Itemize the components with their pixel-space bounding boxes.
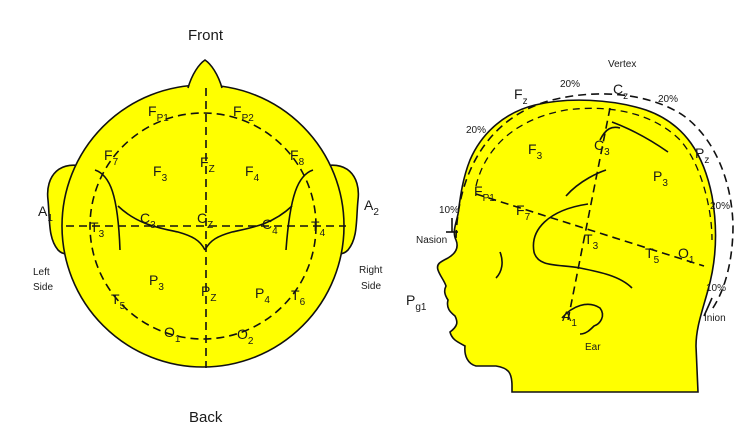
percent-label-5: 10% <box>439 205 459 216</box>
percent-label-3: 20% <box>466 125 486 136</box>
side-head-profile <box>437 100 715 392</box>
left-side-label-2: Side <box>33 282 53 293</box>
side-electrode-fz: Fz <box>514 86 528 107</box>
back-label: Back <box>189 409 223 426</box>
percent-label-2: 20% <box>658 94 678 105</box>
percent-label-4: 20% <box>710 201 730 212</box>
front-label: Front <box>188 27 224 44</box>
electrode-a2-top: A2 <box>364 197 379 218</box>
percent-label-1: 20% <box>560 79 580 90</box>
nose-shape <box>188 60 222 88</box>
nasion-label: Nasion <box>416 235 447 246</box>
right-side-label-2: Side <box>361 281 381 292</box>
ear-label: Ear <box>585 342 601 353</box>
right-side-label-1: Right <box>359 265 383 276</box>
percent-label-6: 10% <box>706 283 726 294</box>
inion-label: Inion <box>704 313 726 324</box>
vertex-label: Vertex <box>608 59 636 70</box>
left-side-label-1: Left <box>33 267 50 278</box>
pg1-label: Pg1 <box>406 292 427 313</box>
side-electrode-cz: Cz <box>613 81 628 102</box>
